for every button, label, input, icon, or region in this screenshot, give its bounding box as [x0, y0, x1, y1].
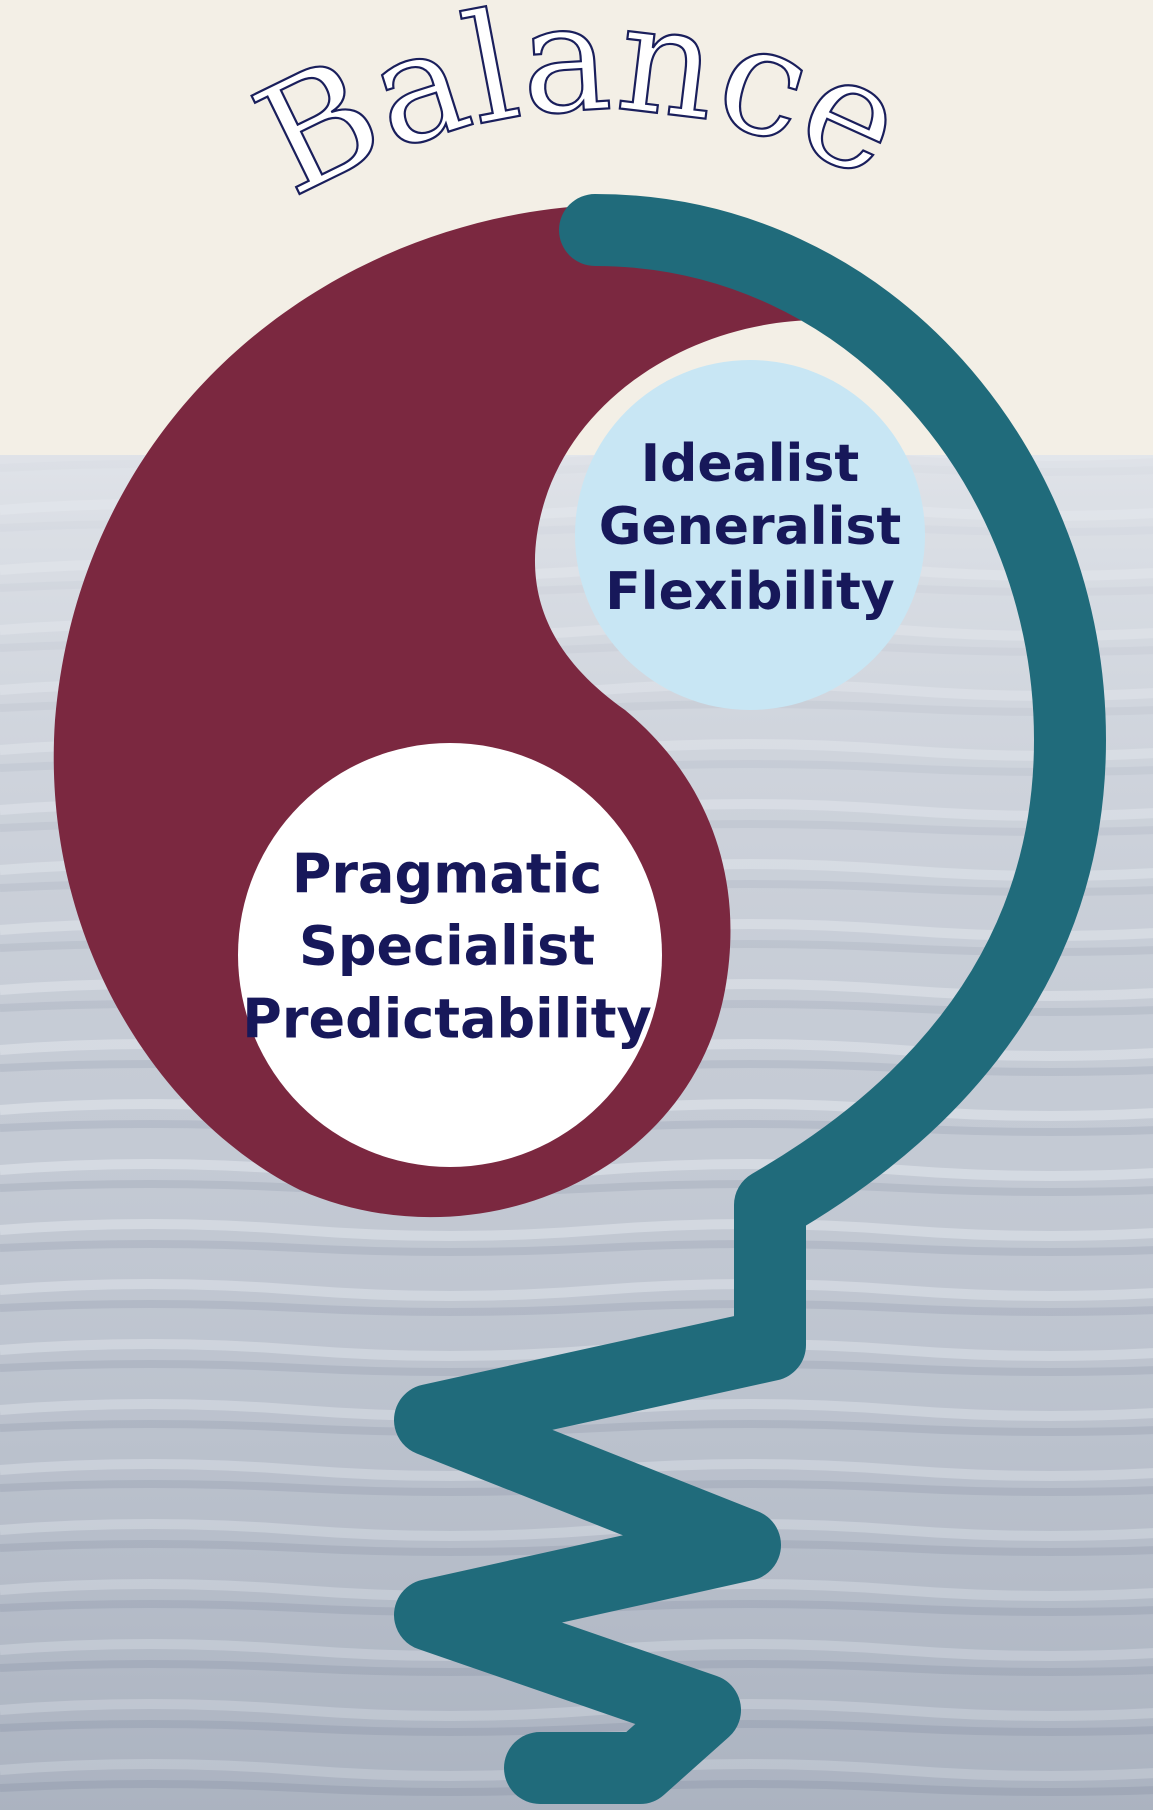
top-circle-line-3: Flexibility: [605, 562, 894, 622]
top-circle: [575, 360, 925, 710]
bottom-circle-line-3: Predictability: [242, 988, 651, 1051]
top-circle-line-1: Idealist: [641, 434, 859, 494]
bottom-circle-line-2: Specialist: [299, 915, 595, 978]
bottom-circle-line-1: Pragmatic: [292, 843, 602, 906]
top-circle-line-2: Generalist: [599, 497, 901, 557]
bottom-circle: [238, 743, 662, 1167]
teal-spiral-line: [394, 194, 1106, 1804]
